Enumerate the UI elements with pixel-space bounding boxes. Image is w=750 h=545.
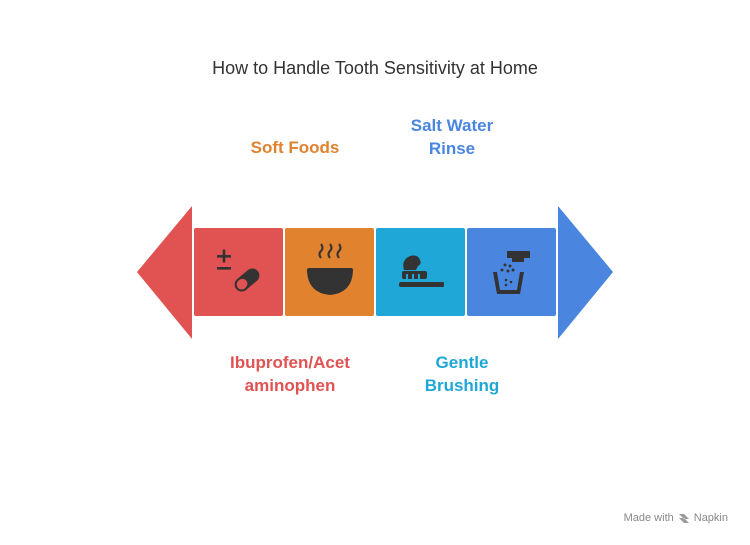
hot-bowl-icon [307,243,353,295]
label-soft-foods: Soft Foods [225,136,365,159]
salt-shaker-cup-icon [493,251,530,294]
label-salt-line1: Salt Water [410,116,494,135]
footer-brand-text: Napkin [693,512,728,524]
label-gentle-line1: Gentle [435,353,489,372]
footer-made-with-napkin: Made with Napkin [624,512,728,524]
step-block-salt-water [467,228,556,316]
label-gentle-brushing: Gentle Brushing [392,351,532,397]
label-ibuprofen: Ibuprofen/Acet aminophen [210,351,370,397]
label-gentle-line2: Brushing [424,376,500,395]
pill-plus-minus-icon [217,249,260,292]
footer-made-with-text: Made with [623,512,674,524]
label-soft-foods-line1: Soft Foods [250,138,340,157]
label-ibu-line1: Ibuprofen/Acet [230,353,350,372]
label-ibu-line2: aminophen [244,376,336,395]
toothbrush-icon [399,255,444,287]
step-block-ibuprofen [194,228,283,316]
label-salt-water-rinse: Salt Water Rinse [382,114,522,160]
label-salt-line2: Rinse [428,139,476,158]
napkin-logo-icon [678,513,689,523]
diagram-title: How to Handle Tooth Sensitivity at Home [212,58,538,78]
right-arrowhead [558,206,613,339]
left-arrowhead [137,206,192,339]
